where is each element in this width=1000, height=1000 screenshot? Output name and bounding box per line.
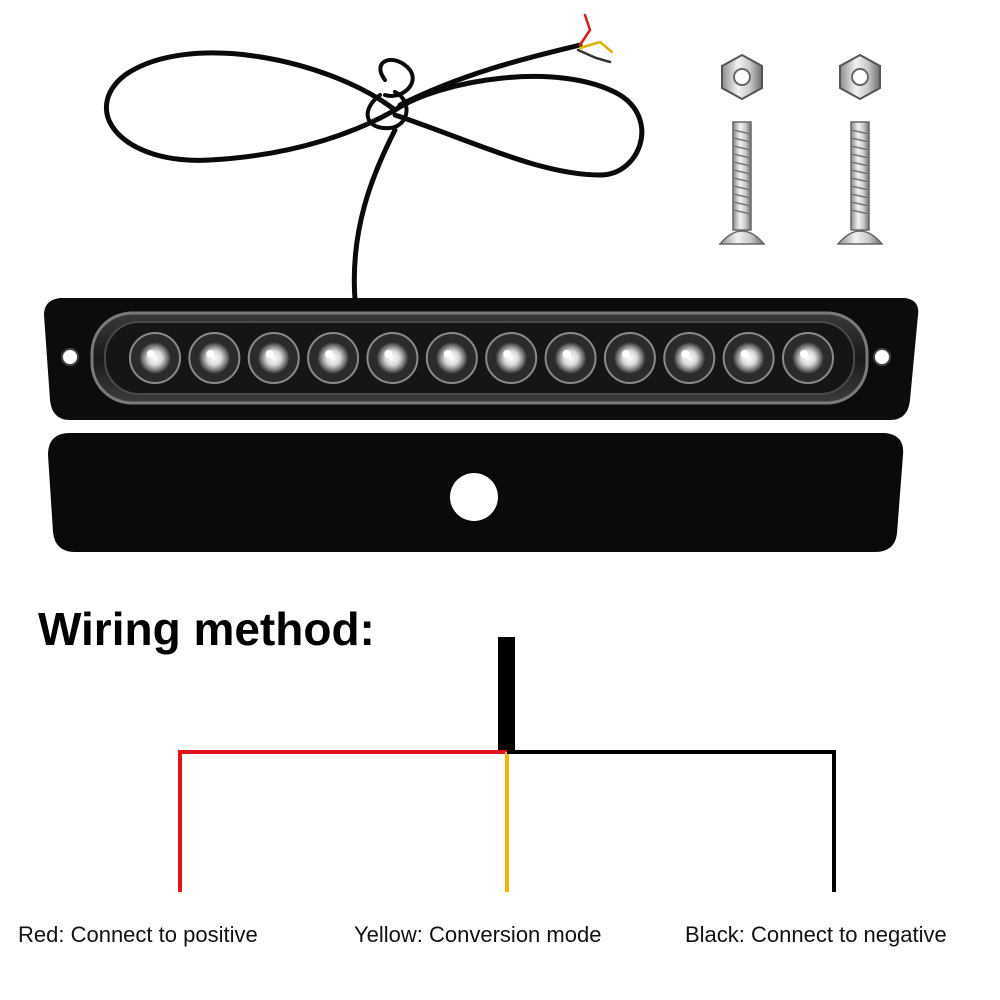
led-light-bar xyxy=(44,298,919,420)
nut-icon xyxy=(839,53,881,101)
black-wire-label: Black: Connect to negative xyxy=(685,922,947,947)
mount-hole-icon xyxy=(61,348,79,366)
led-lens-icon xyxy=(613,342,646,374)
led-highlight-icon xyxy=(443,350,452,358)
led-highlight-icon xyxy=(206,350,215,358)
black-wire-icon xyxy=(507,750,836,892)
led-lens-icon xyxy=(554,342,587,374)
led-highlight-icon xyxy=(800,350,808,358)
led-lens-icon xyxy=(139,342,171,374)
red-wire-icon xyxy=(178,750,507,892)
wiring-diagram xyxy=(178,637,836,892)
adhesive-pad xyxy=(48,433,904,552)
led-lens-icon xyxy=(495,342,528,374)
cable-icon xyxy=(103,42,645,303)
screw-icon xyxy=(718,121,766,245)
led-lens-icon xyxy=(792,342,824,374)
led-highlight-icon xyxy=(621,350,630,358)
yellow-wire-label: Yellow: Conversion mode xyxy=(354,922,602,947)
page-title: Wiring method: xyxy=(38,603,375,655)
led-highlight-icon xyxy=(503,350,512,358)
led-lens-icon xyxy=(673,342,706,374)
led-highlight-icon xyxy=(147,350,155,358)
led-lens-icon xyxy=(317,342,350,374)
led-highlight-icon xyxy=(740,350,749,358)
pad-hole-icon xyxy=(450,473,498,521)
main-cable-icon xyxy=(498,637,515,752)
led-lens-icon xyxy=(376,342,409,374)
wire-ends-icon xyxy=(576,13,614,64)
led-highlight-icon xyxy=(325,350,334,358)
led-highlight-icon xyxy=(265,350,274,358)
led-lens-icon xyxy=(257,342,290,374)
led-highlight-icon xyxy=(562,350,571,358)
led-lens-icon xyxy=(435,342,468,374)
mount-hole-icon xyxy=(873,348,891,366)
led-highlight-icon xyxy=(384,350,393,358)
red-wire-label: Red: Connect to positive xyxy=(18,922,258,947)
led-lens-icon xyxy=(732,342,765,374)
led-highlight-icon xyxy=(681,350,690,358)
nut-icon xyxy=(721,53,763,101)
screw-icon xyxy=(836,121,884,245)
led-lens-icon xyxy=(198,342,231,374)
